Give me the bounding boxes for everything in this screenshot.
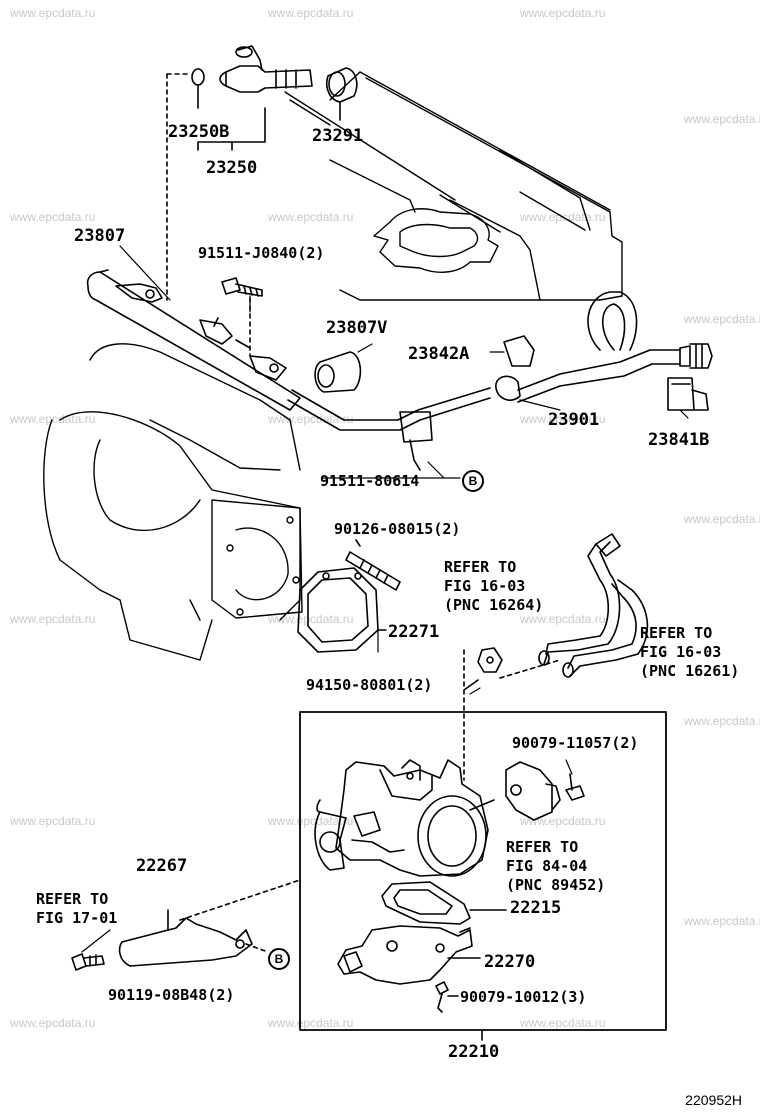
nut-94150-80801: [463, 647, 561, 781]
part-label-23250B: 23250B: [168, 122, 230, 142]
throttle-body: [314, 759, 489, 877]
reference-note-fig16-03-16261: REFER TO FIG 16-03 (PNC 16261): [640, 624, 740, 680]
bracket-22267: [118, 879, 301, 967]
fuel-hose-23901: [287, 291, 713, 471]
callout-b-marker: B: [268, 948, 290, 970]
part-label-91511-J0840: 91511-J0840(2): [198, 244, 325, 262]
damper-23807V: [314, 351, 362, 393]
watermark: www.epcdata.ru: [268, 1016, 354, 1030]
water-bypass-hoses: [538, 533, 649, 678]
watermark: www.epcdata.ru: [268, 210, 354, 224]
intake-manifold: [43, 343, 303, 661]
watermark: www.epcdata.ru: [684, 112, 760, 126]
reference-note-fig16-03-16264: REFER TO FIG 16-03 (PNC 16264): [444, 558, 544, 614]
watermark: www.epcdata.ru: [10, 1016, 96, 1030]
stud-90126-08015: [345, 539, 401, 591]
watermark: www.epcdata.ru: [268, 6, 354, 20]
part-label-23842A: 23842A: [408, 344, 470, 364]
part-label-22215: 22215: [510, 898, 562, 918]
watermark: www.epcdata.ru: [10, 412, 96, 426]
throttle-position-sensor-body: [337, 925, 481, 985]
watermark: www.epcdata.ru: [268, 612, 354, 626]
part-label-90119-08B48: 90119-08B48(2): [108, 986, 235, 1004]
watermark: www.epcdata.ru: [684, 512, 760, 526]
part-label-91511-80614: 91511-80614: [320, 472, 420, 490]
part-label-23807V: 23807V: [326, 318, 388, 338]
part-label-22270: 22270: [484, 952, 536, 972]
part-label-22210: 22210: [448, 1042, 500, 1062]
watermark: www.epcdata.ru: [268, 814, 354, 828]
part-label-22267: 22267: [136, 856, 188, 876]
watermark: www.epcdata.ru: [520, 412, 606, 426]
diagram-number: 220952H: [685, 1092, 742, 1108]
watermark: www.epcdata.ru: [10, 6, 96, 20]
part-label-22271: 22271: [388, 622, 440, 642]
fuel-injector: [191, 45, 313, 93]
throttle-body-assy-box: [299, 711, 667, 1031]
part-label-90079-10012: 90079-10012(3): [460, 988, 587, 1006]
screw-90079-10012: [435, 981, 459, 1013]
part-label-23807: 23807: [74, 226, 126, 246]
watermark: www.epcdata.ru: [10, 210, 96, 224]
injector-insulator: [325, 67, 358, 103]
watermark: www.epcdata.ru: [520, 1016, 606, 1030]
watermark: www.epcdata.ru: [10, 814, 96, 828]
reference-note-fig84-04-89452: REFER TO FIG 84-04 (PNC 89452): [506, 838, 606, 894]
watermark: www.epcdata.ru: [10, 612, 96, 626]
part-label-94150-80801: 94150-80801(2): [306, 676, 433, 694]
part-label-90126-08015: 90126-08015(2): [334, 520, 461, 538]
isc-valve: [469, 761, 585, 821]
hose-clamp-23842A: [503, 335, 535, 367]
part-label-23250: 23250: [206, 158, 258, 178]
part-label-23901: 23901: [548, 410, 600, 430]
part-label-23841B: 23841B: [648, 430, 710, 450]
hose-connector-23841B: [495, 375, 709, 411]
watermark: www.epcdata.ru: [684, 312, 760, 326]
callout-b-marker: B: [462, 470, 484, 492]
gasket-22215: [381, 881, 507, 925]
watermark: www.epcdata.ru: [268, 412, 354, 426]
part-label-90079-11057: 90079-11057(2): [512, 734, 639, 752]
part-label-23291: 23291: [312, 126, 364, 146]
watermark: www.epcdata.ru: [520, 6, 606, 20]
reference-note-fig17-01: REFER TO FIG 17-01: [36, 890, 118, 927]
watermark: www.epcdata.ru: [684, 714, 760, 728]
watermark: www.epcdata.ru: [684, 914, 760, 928]
watermark: www.epcdata.ru: [520, 612, 606, 626]
bolt-90119-08B48: [71, 953, 105, 971]
cylinder-head-cover: [284, 71, 623, 301]
gasket-22271: [297, 567, 387, 653]
fuel-delivery-pipe: [86, 269, 301, 411]
